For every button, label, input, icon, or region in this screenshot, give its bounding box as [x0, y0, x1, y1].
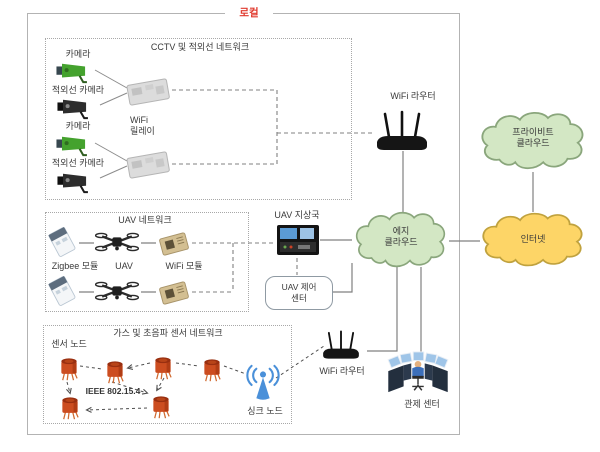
- cctv-network-title: CCTV 및 적외선 네트워크: [150, 42, 250, 52]
- zigbee-module-label: Zigbee 모듈: [51, 261, 99, 271]
- uav-control-center-box: UAV 제어 센터: [265, 276, 333, 310]
- wifi-relay-label: WiFi 릴레이: [130, 115, 155, 136]
- ir-camera-label-2: 적외선 카메라: [51, 158, 105, 168]
- sensor-node-icon-2: [107, 361, 124, 384]
- internet-label: 인터넷: [520, 234, 546, 244]
- wifi-router-bottom-icon: [323, 330, 359, 359]
- edge-cloud-label: 에지 클라우드: [384, 226, 418, 248]
- uav-ground-station-icon: [277, 225, 319, 255]
- ieee-protocol-label: IEEE 802.15.4: [85, 386, 141, 396]
- cctv-network-box: [45, 38, 352, 200]
- zigbee-module-icon-1: [48, 226, 76, 257]
- uav-network-title: UAV 네트워크: [118, 215, 172, 225]
- sink-node-icon: [246, 364, 280, 400]
- cctv-camera-icon-2: [56, 136, 87, 157]
- uav-network-box: [45, 212, 249, 312]
- wifi-module-icon-2: [159, 281, 189, 305]
- uav-label: UAV: [115, 261, 133, 271]
- sensor-network-title: 가스 및 초음파 센서 네트워크: [113, 328, 223, 338]
- ir-camera-icon-2: [57, 173, 88, 194]
- camera-label-2: 카메라: [65, 121, 91, 131]
- camera-label-1: 카메라: [65, 49, 91, 59]
- sensor-node-icon-5: [62, 397, 79, 420]
- wifi-module-icon-1: [159, 232, 189, 256]
- wifi-router-top-label: WiFi 라우터: [390, 91, 436, 101]
- wifi-relay-icon-2: [126, 151, 170, 179]
- uav-drone-icon-2: [94, 281, 140, 301]
- monitoring-center-icon: [387, 351, 449, 393]
- wifi-router-bottom-label: WiFi 라우터: [319, 366, 365, 376]
- sensor-network-box: [43, 325, 292, 424]
- monitoring-center-label: 관제 센터: [404, 399, 440, 409]
- sensor-node-icon-6: [153, 396, 170, 419]
- uav-ground-station-label: UAV 지상국: [274, 210, 320, 220]
- sink-node-label: 싱크 노드: [247, 406, 283, 416]
- private-cloud-label: 프라이비트 클라우드: [512, 127, 554, 149]
- cctv-camera-icon-1: [56, 63, 87, 84]
- ir-camera-label-1: 적외선 카메라: [51, 85, 105, 95]
- uav-drone-icon-1: [94, 232, 140, 252]
- wifi-module-label: WiFi 모듈: [165, 261, 203, 271]
- ir-camera-icon-1: [57, 99, 88, 120]
- sensor-node-icon-1: [61, 358, 78, 381]
- sensor-node-icon-4: [204, 359, 221, 382]
- zigbee-module-icon-2: [48, 275, 76, 306]
- wifi-router-top-icon: [377, 110, 427, 150]
- sensor-node-icon-3: [155, 357, 172, 380]
- wifi-relay-icon-1: [126, 78, 170, 106]
- local-label: 로컬: [225, 5, 273, 20]
- sensor-node-label: 센서 노드: [51, 339, 87, 349]
